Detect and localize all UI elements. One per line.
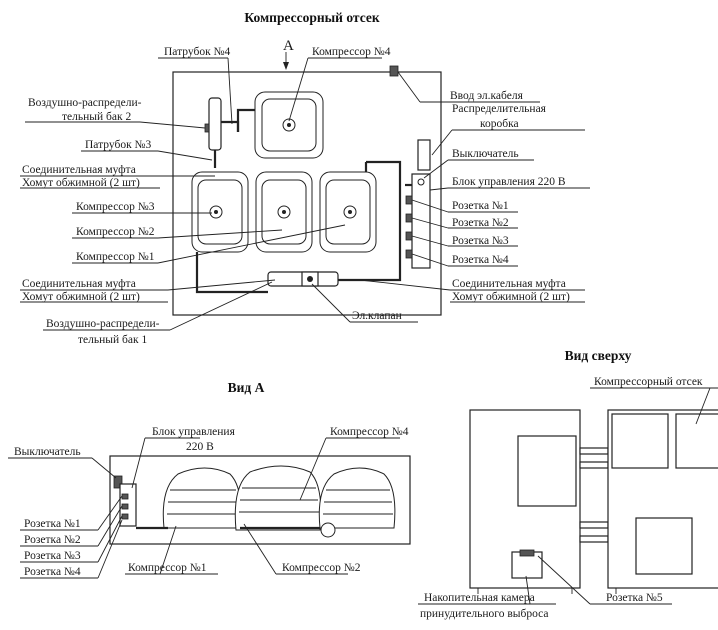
top-connector-3 bbox=[579, 521, 609, 529]
distribution-box bbox=[417, 139, 431, 171]
view-a-label-rozetka-1: Розетка №1 bbox=[24, 518, 81, 530]
label-mufta-top-l2: Хомут обжимной (2 шт) bbox=[22, 177, 140, 189]
top-label-otsek: Компрессорный отсек bbox=[594, 376, 703, 388]
label-mufta-bottom-l1: Соединительная муфта bbox=[22, 278, 136, 290]
top-leaders bbox=[418, 387, 718, 605]
view-a-socket-3 bbox=[121, 513, 129, 520]
pipe-to-comp4 bbox=[236, 108, 255, 132]
compressor-4-shape bbox=[254, 91, 324, 159]
view-a-title: Вид А bbox=[228, 380, 265, 395]
label-rozetka-4: Розетка №4 bbox=[452, 254, 509, 266]
label-rozetka-1: Розетка №1 bbox=[452, 200, 509, 212]
compressor-2-shape bbox=[255, 171, 313, 253]
top-left-inner bbox=[517, 435, 577, 507]
label-vvod: Ввод эл.кабеля bbox=[450, 90, 524, 102]
main-title: Компрессорный отсек bbox=[244, 10, 379, 25]
label-vykl: Выключатель bbox=[452, 148, 519, 160]
compressor-1-shape bbox=[319, 171, 377, 253]
view-a-compressor-left bbox=[162, 467, 242, 529]
label-kompressor-4: Компрессор №4 bbox=[312, 46, 391, 58]
top-socket-5 bbox=[519, 549, 535, 557]
view-a-compressor-right bbox=[318, 467, 396, 529]
switch-dot bbox=[417, 178, 425, 186]
label-patrubok-3: Патрубок №3 bbox=[85, 139, 152, 151]
label-tank1-l1: Воздушно-распредели- bbox=[46, 318, 160, 330]
view-a-label-kompressor-4: Компрессор №4 bbox=[330, 426, 409, 438]
pipe-bottom-left bbox=[195, 252, 268, 294]
label-blok: Блок управления 220 В bbox=[452, 176, 566, 188]
view-top-title: Вид сверху bbox=[565, 348, 632, 363]
top-label-rozetka-5: Розетка №5 bbox=[606, 592, 663, 604]
label-mufta-top-l1: Соединительная муфта bbox=[22, 164, 136, 176]
socket-2 bbox=[405, 213, 413, 223]
view-a-label-vykl: Выключатель bbox=[14, 446, 81, 458]
socket-1 bbox=[405, 195, 413, 205]
view-a-label-blok-l1: Блок управления bbox=[152, 426, 236, 438]
label-patrubok-4: Патрубок №4 bbox=[164, 46, 231, 58]
socket-3 bbox=[405, 231, 413, 241]
label-kompressor-3: Компрессор №3 bbox=[76, 201, 155, 213]
label-tank2-l2: тельный бак 2 bbox=[62, 111, 131, 123]
compressor-3-shape bbox=[191, 171, 249, 253]
top-comp-inner-2 bbox=[675, 413, 718, 469]
label-mufta-right-l1: Соединительная муфта bbox=[452, 278, 566, 290]
label-rozetka-2: Розетка №2 bbox=[452, 217, 509, 229]
view-a-label-blok-l2: 220 В bbox=[186, 441, 214, 453]
cable-entry bbox=[389, 65, 399, 77]
view-a-valve bbox=[320, 522, 336, 538]
label-klapan: Эл.клапан bbox=[352, 310, 402, 322]
label-mufta-right-l2: Хомут обжимной (2 шт) bbox=[452, 291, 570, 303]
view-a-leaders bbox=[8, 437, 400, 579]
label-kompressor-2: Компрессор №2 bbox=[76, 226, 155, 238]
view-a-label-rozetka-2: Розетка №2 bbox=[24, 534, 81, 546]
label-tank2-l1: Воздушно-распредели- bbox=[28, 97, 142, 109]
arrow-a-label: А bbox=[283, 38, 294, 54]
label-raspred-l1: Распределительная bbox=[452, 103, 547, 115]
label-rozetka-3: Розетка №3 bbox=[452, 235, 509, 247]
top-connector-1 bbox=[579, 447, 609, 455]
tank-2 bbox=[208, 97, 222, 151]
control-unit bbox=[411, 173, 431, 269]
view-a-socket-1 bbox=[121, 493, 129, 500]
view-a-switch bbox=[113, 475, 123, 489]
valve-dot bbox=[307, 276, 313, 282]
view-a-socket-2 bbox=[121, 503, 129, 510]
label-kompressor-1: Компрессор №1 bbox=[76, 251, 155, 263]
top-comp-inner-3 bbox=[635, 517, 693, 575]
view-a-label-rozetka-3: Розетка №3 bbox=[24, 550, 81, 562]
top-connector-4 bbox=[579, 535, 609, 543]
label-tank1-l2: тельный бак 1 bbox=[78, 334, 147, 346]
view-a-label-kompressor-1: Компрессор №1 bbox=[128, 562, 207, 574]
top-label-kamera-l1: Накопительная камера bbox=[424, 592, 535, 604]
pipe-right bbox=[338, 160, 402, 282]
top-connector-2 bbox=[579, 461, 609, 469]
top-label-kamera-l2: принудительного выброса bbox=[420, 608, 548, 620]
view-a-compressor-mid bbox=[234, 465, 322, 531]
label-raspred-l2: коробка bbox=[480, 118, 519, 130]
tank-2-valve bbox=[204, 123, 210, 133]
main-leaders bbox=[20, 57, 590, 331]
arrow-a-head bbox=[283, 62, 289, 70]
view-a-label-kompressor-2: Компрессор №2 bbox=[282, 562, 361, 574]
top-comp-inner-1 bbox=[611, 413, 669, 469]
label-mufta-bottom-l2: Хомут обжимной (2 шт) bbox=[22, 291, 140, 303]
view-a-label-rozetka-4: Розетка №4 bbox=[24, 566, 81, 578]
socket-4 bbox=[405, 249, 413, 259]
